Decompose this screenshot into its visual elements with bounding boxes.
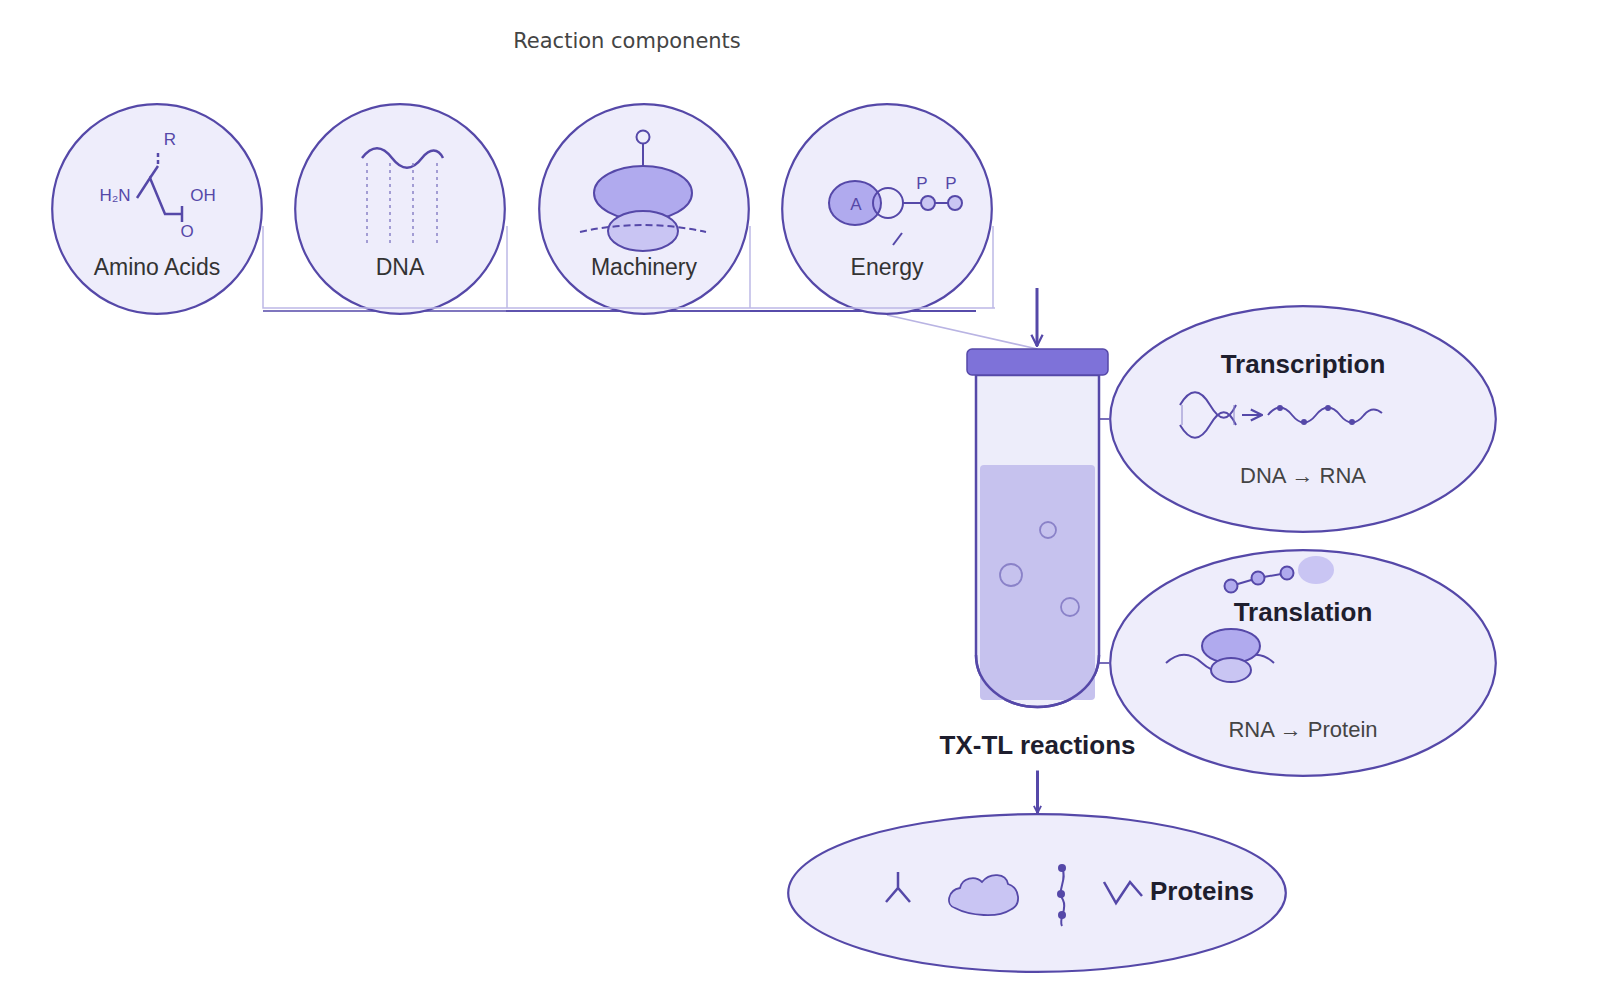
- node-label: Translation: [1234, 597, 1373, 628]
- connector: [1099, 418, 1109, 420]
- node-label: DNA: [376, 254, 425, 281]
- connector: [1036, 771, 1039, 814]
- process-ellipse: TranscriptionDNA → RNA: [1109, 305, 1497, 533]
- node-label: Proteins: [1150, 876, 1254, 907]
- component-circle-outline: [538, 103, 750, 315]
- node-label: TX-TL reactions: [940, 730, 1136, 761]
- transcription-icon: [1180, 392, 1382, 438]
- process-ellipse: TranslationRNA → Protein: [1109, 549, 1497, 777]
- component-circle: Machinery: [538, 103, 750, 315]
- protein-icons: [886, 864, 1142, 926]
- diagram-title: Reaction components: [513, 29, 741, 53]
- node-label: Amino Acids: [94, 254, 221, 281]
- connector: [1099, 662, 1109, 664]
- component-circle-outline: [781, 103, 993, 315]
- translation-icon: [1166, 556, 1334, 682]
- node-label: Transcription: [1221, 349, 1386, 380]
- chem-label: R: [164, 130, 176, 150]
- component-circle: Energy: [781, 103, 993, 315]
- reaction-tube: TX-TL reactions: [976, 349, 1099, 706]
- connector: [887, 315, 1038, 349]
- component-circle-outline: [51, 103, 263, 315]
- input-arrow: [1036, 288, 1039, 346]
- ribosome-icon: [580, 131, 706, 252]
- chem-label: O: [180, 222, 193, 242]
- atp-icon: [829, 181, 962, 245]
- process-ellipse-outline: [1109, 305, 1497, 533]
- node-sublabel: RNA → Protein: [1228, 717, 1377, 743]
- process-ellipse-outline: [1109, 549, 1497, 777]
- chem-label: P: [916, 174, 927, 194]
- bracket: [263, 226, 995, 308]
- output-ellipse: Proteins: [787, 813, 1287, 973]
- amino-acid-icon: [137, 150, 182, 222]
- node-label: Energy: [851, 254, 924, 281]
- chem-label: A: [850, 195, 861, 215]
- chem-label: P: [945, 174, 956, 194]
- node-label: Machinery: [591, 254, 697, 281]
- chem-label: H₂N: [99, 186, 130, 206]
- component-circle: DNA: [294, 103, 506, 315]
- node-sublabel: DNA → RNA: [1240, 463, 1366, 489]
- chem-label: OH: [190, 186, 216, 206]
- component-circle: Amino Acids: [51, 103, 263, 315]
- dna-icon: [362, 148, 443, 245]
- component-circle-outline: [294, 103, 506, 315]
- test-tube: [967, 349, 1108, 707]
